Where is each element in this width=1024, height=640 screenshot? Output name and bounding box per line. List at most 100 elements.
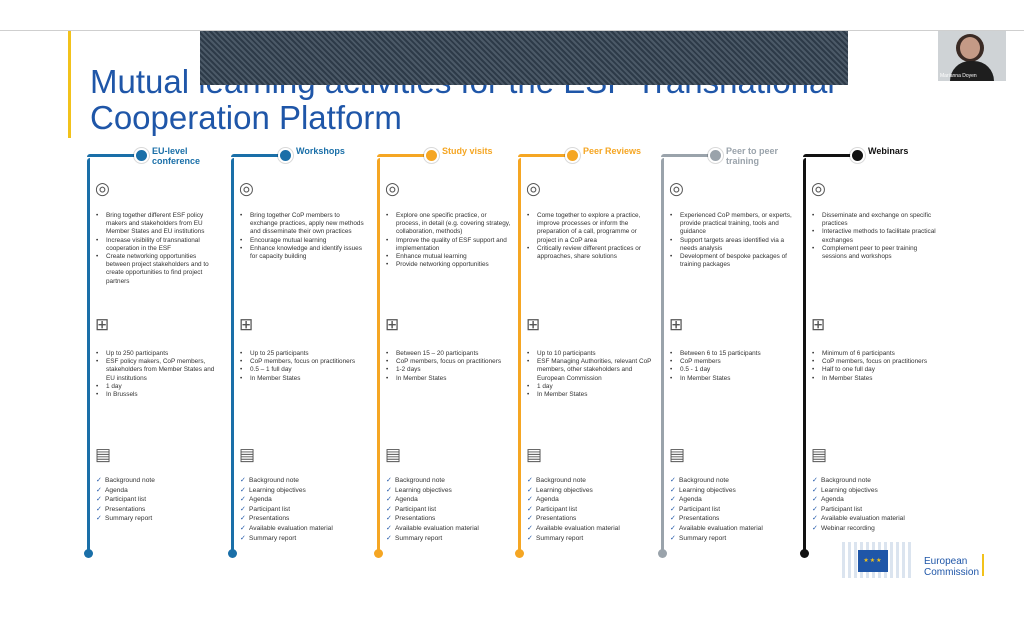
target-icon: ◎ [669,179,684,198]
list-item: Background note [670,476,796,486]
objectives-list: Experienced CoP members, or experts, pro… [670,212,796,269]
list-item: Between 15 – 20 participants [386,350,512,358]
timeline-rail [661,158,664,552]
list-item: Participant list [386,505,512,515]
list-item: Participant list [240,505,366,515]
list-item: ESF Managing Authorities, relevant CoP m… [527,358,653,383]
logo-line-2: Commission [924,567,980,578]
format-list: Up to 25 participantsCoP members, focus … [240,350,366,383]
books-icon: ▤ [669,445,686,464]
format-list: Up to 250 participantsESF policy makers,… [96,350,222,399]
list-item: Increase visibility of transnational coo… [96,237,222,253]
title-accent-bar [68,31,71,138]
format-list: Between 6 to 15 participantsCoP members0… [670,350,796,383]
list-item: In Brussels [96,391,222,399]
list-item: 1 day [96,383,222,391]
list-item: Presentations [527,514,653,524]
list-item: ESF policy makers, CoP members, stakehol… [96,358,222,383]
activity-heading: EU-level conference [152,146,201,166]
list-item: 1 day [527,383,653,391]
list-item: Agenda [527,495,653,505]
format-list: Up to 10 participantsESF Managing Author… [527,350,653,399]
activity-column: Webinars◎⊞▤Disseminate and exchange on s… [800,146,938,558]
timeline-rail [87,158,90,552]
list-item: 0.5 - 1 day [670,366,796,374]
list-item: In Member States [527,391,653,399]
list-item: Agenda [240,495,366,505]
list-item: Support targets areas identified via a n… [670,237,796,253]
list-item: Come together to explore a practice, imp… [527,212,653,245]
list-item: Summary report [96,514,222,524]
list-item: Background note [240,476,366,486]
list-item: 1-2 days [386,366,512,374]
list-item: Presentations [386,514,512,524]
list-item: Bring together different ESF policy make… [96,212,222,237]
list-item: Improve the quality of ESF support and i… [386,237,512,253]
list-item: Interactive methods to facilitate practi… [812,228,938,244]
timeline-connector [87,154,139,157]
list-item: Summary report [240,534,366,544]
books-icon: ▤ [526,445,543,464]
list-item: Up to 10 participants [527,350,653,358]
list-item: Agenda [812,495,938,505]
list-item: Encourage mutual learning [240,237,366,245]
timeline-end-node [800,549,809,558]
timeline-rail [231,158,234,552]
objectives-list: Come together to explore a practice, imp… [527,212,653,261]
list-item: Critically review different practices or… [527,245,653,261]
list-item: Summary report [670,534,796,544]
org-chart-icon: ⊞ [526,315,541,334]
timeline-connector [803,154,855,157]
timeline-node [850,148,865,163]
list-item: In Member States [670,375,796,383]
activity-column: EU-level conference◎⊞▤Bring together dif… [84,146,222,558]
activity-heading: Webinars [868,146,909,156]
list-item: CoP members, focus on practitioners [812,358,938,366]
participant-name: Marianna Doyen [940,73,977,79]
outputs-checklist: Background noteLearning objectivesAgenda… [670,476,796,543]
list-item: In Member States [240,375,366,383]
list-item: Enhance mutual learning [386,253,512,261]
list-item: Available evaluation material [527,524,653,534]
list-item: Participant list [96,495,222,505]
list-item: In Member States [812,375,938,383]
outputs-checklist: Background noteLearning objectivesAgenda… [386,476,512,543]
timeline-rail [803,158,806,552]
redacted-overlay [200,31,848,85]
list-item: Summary report [527,534,653,544]
timeline-end-node [84,549,93,558]
list-item: Learning objectives [670,486,796,496]
list-item: Available evaluation material [240,524,366,534]
activity-column: Peer Reviews◎⊞▤Come together to explore … [515,146,653,558]
list-item: In Member States [386,375,512,383]
books-icon: ▤ [239,445,256,464]
list-item: Learning objectives [240,486,366,496]
format-list: Minimum of 6 participantsCoP members, fo… [812,350,938,383]
timeline-end-node [515,549,524,558]
logo-line-1: European [924,556,968,567]
activity-heading: Study visits [442,146,493,156]
timeline-rail [518,158,521,552]
target-icon: ◎ [526,179,541,198]
list-item: Enhance knowledge and identify issues fo… [240,245,366,261]
outputs-checklist: Background noteLearning objectivesAgenda… [812,476,938,534]
list-item: Up to 25 participants [240,350,366,358]
list-item: Minimum of 6 participants [812,350,938,358]
target-icon: ◎ [385,179,400,198]
timeline-connector [231,154,283,157]
outputs-checklist: Background noteLearning objectivesAgenda… [527,476,653,543]
list-item: Presentations [96,505,222,515]
org-chart-icon: ⊞ [239,315,254,334]
timeline-connector [661,154,713,157]
list-item: Learning objectives [527,486,653,496]
timeline-end-node [228,549,237,558]
list-item: Agenda [386,495,512,505]
org-chart-icon: ⊞ [95,315,110,334]
timeline-connector [518,154,570,157]
participant-video-thumbnail[interactable]: Marianna Doyen [938,31,1006,81]
list-item: Up to 250 participants [96,350,222,358]
list-item: Between 6 to 15 participants [670,350,796,358]
target-icon: ◎ [811,179,826,198]
list-item: Provide networking opportunities [386,261,512,269]
list-item: Participant list [670,505,796,515]
